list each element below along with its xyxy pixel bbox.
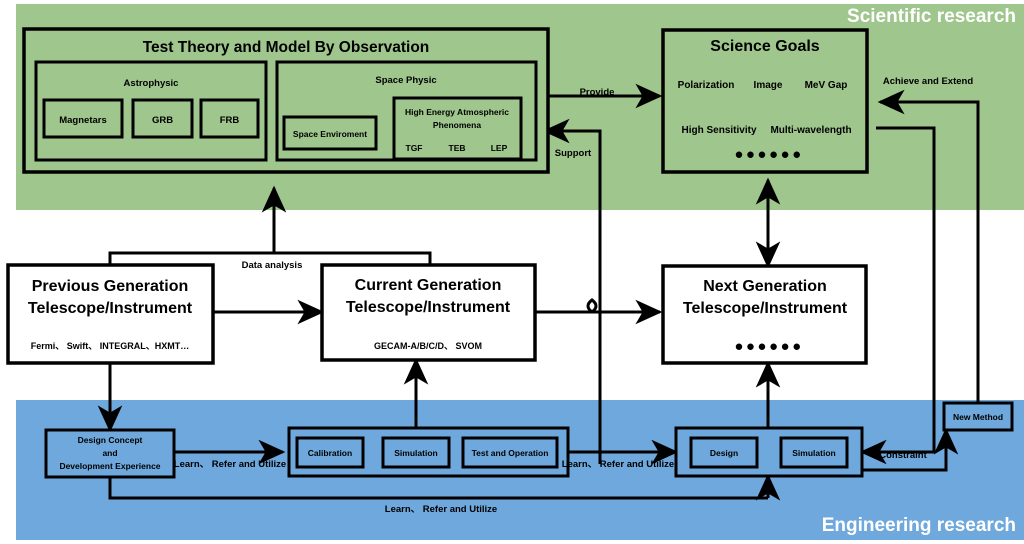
simulation-next-box[interactable] xyxy=(779,436,849,469)
next-generation-box[interactable] xyxy=(661,264,868,365)
heap-title-line2: Phenomena xyxy=(433,120,481,130)
heap-title-line1: High Energy Atmospheric xyxy=(405,107,509,117)
edge-label-learn-refer-1: Learn、 Refer and Utilize xyxy=(174,459,286,470)
next-generation-line2: Telescope/Instrument xyxy=(683,300,848,317)
previous-generation-line2: Telescope/Instrument xyxy=(28,300,193,317)
previous-generation-box[interactable] xyxy=(6,263,215,365)
science-goal-multi-wavelength: Multi-wavelength xyxy=(770,125,851,136)
edge-support xyxy=(542,118,602,464)
simulation-current-box[interactable] xyxy=(381,436,451,469)
test-and-operation-box[interactable] xyxy=(461,436,559,469)
edge-label-support: Support xyxy=(555,148,592,159)
current-generation-line1: Current Generation xyxy=(355,277,502,294)
calibration-box[interactable] xyxy=(295,436,365,469)
edge-label-data-analysis: Data analysis xyxy=(242,260,303,271)
design-concept-line1: Design Concept xyxy=(78,435,143,445)
heap-item-tgf: TGF xyxy=(406,143,423,153)
science-goal-image: Image xyxy=(754,80,783,91)
science-goals-title: Science Goals xyxy=(710,38,819,55)
magnetars-label: Magnetars xyxy=(59,115,107,126)
edge-current-to-next xyxy=(535,298,663,325)
grb-box[interactable] xyxy=(131,98,194,139)
edge-learn-refer-3-bus xyxy=(108,477,768,500)
science-goal-polarization: Polarization xyxy=(678,80,735,91)
current-generation-box[interactable] xyxy=(320,263,537,362)
magnetars-box[interactable] xyxy=(42,98,124,139)
astrophysic-title: Astrophysic xyxy=(124,78,179,89)
data-analysis-label-bg xyxy=(234,257,306,270)
edge-label-learn-refer-2: Learn、 Refer and Utilize xyxy=(562,459,674,470)
edge-label-achieve-and-extend: Achieve and Extend xyxy=(883,76,973,87)
new-method-label: New Method xyxy=(953,412,1003,422)
design-box[interactable] xyxy=(689,436,759,469)
grb-label: GRB xyxy=(152,115,173,126)
current-generation-examples: GECAM-A/B/C/D、 SVOM xyxy=(374,341,482,351)
simulation-current-label: Simulation xyxy=(394,448,437,458)
design-concept-line2: and xyxy=(102,448,117,458)
high-energy-atmospheric-phenomena-box[interactable] xyxy=(392,96,523,161)
next-generation-line1: Next Generation xyxy=(703,278,827,295)
scientific-research-label: Scientific research xyxy=(847,6,1016,27)
calibration-label: Calibration xyxy=(308,448,352,458)
design-concept-box[interactable] xyxy=(44,428,176,479)
edge-next-group-to-new-method xyxy=(862,427,959,472)
science-goals-dots: ●●●●●● xyxy=(734,146,803,163)
current-generation-line2: Telescope/Instrument xyxy=(346,299,511,316)
edge-achieve-and-extend xyxy=(877,89,980,410)
science-goals-box xyxy=(661,28,869,174)
test-theory-title: Test Theory and Model By Observation xyxy=(143,39,430,56)
test-and-operation-label: Test and Operation xyxy=(472,448,549,458)
science-goal-mev-gap: MeV Gap xyxy=(805,80,848,91)
edge-label-constraint: Constraint xyxy=(879,450,927,461)
previous-generation-examples: Fermi、 Swift、 INTEGRAL、HXMT… xyxy=(31,341,190,351)
design-label: Design xyxy=(710,448,738,458)
edge-label-learn-refer-3: Learn、 Refer and Utilize xyxy=(385,504,497,515)
simulation-next-label: Simulation xyxy=(792,448,835,458)
frb-label: FRB xyxy=(220,115,240,126)
next-generation-dots: ●●●●●● xyxy=(734,338,803,355)
frb-box[interactable] xyxy=(199,98,260,139)
space-environment-box[interactable] xyxy=(282,115,378,151)
heap-item-lep: LEP xyxy=(491,143,508,153)
science-goal-high-sensitivity: High Sensitivity xyxy=(681,125,756,136)
design-concept-line3: Development Experience xyxy=(59,461,160,471)
edge-label-provide: Provide xyxy=(580,87,615,98)
heap-item-teb: TEB xyxy=(449,143,466,153)
engineering-research-label: Engineering research xyxy=(822,515,1016,536)
space-physic-title: Space Physic xyxy=(375,75,436,86)
space-environment-label: Space Enviroment xyxy=(293,129,367,139)
previous-generation-line1: Previous Generation xyxy=(32,278,189,295)
new-method-box[interactable] xyxy=(942,401,1014,432)
edge-constraint xyxy=(859,126,936,465)
